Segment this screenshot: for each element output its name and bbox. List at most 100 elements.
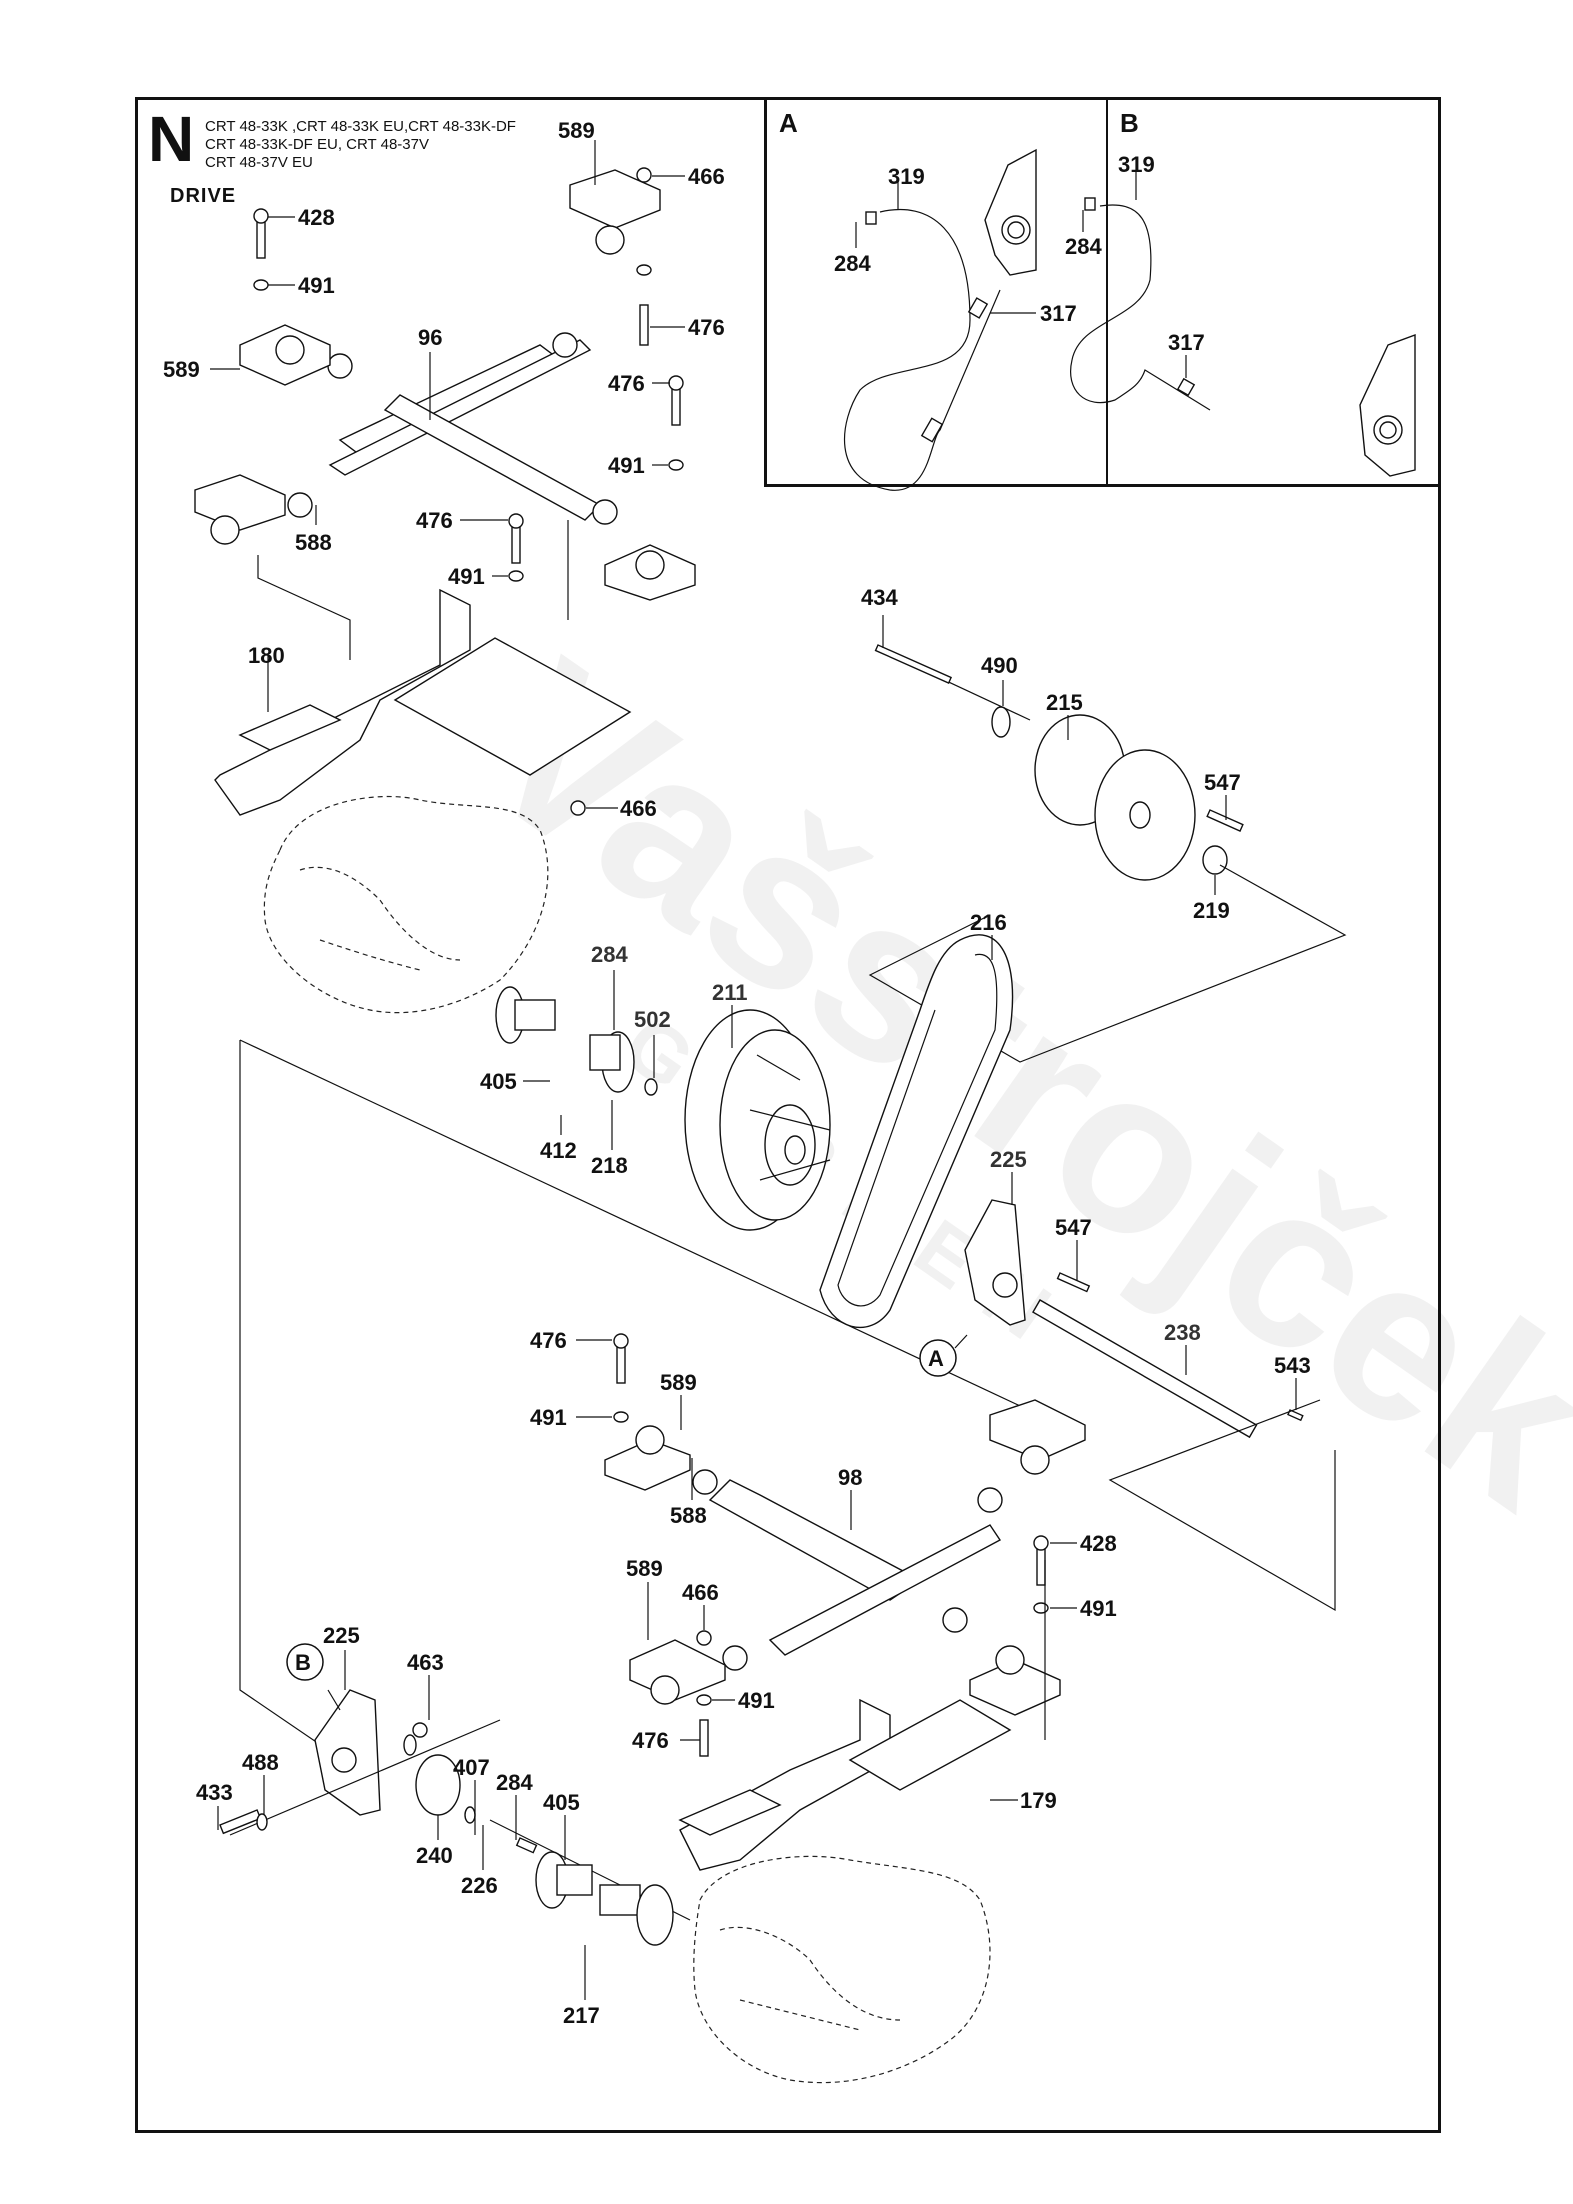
universal-joint-217: 407 284 405 217	[453, 1755, 691, 2028]
part-label-216[interactable]: 216	[970, 910, 1007, 935]
part-label-543[interactable]: 543	[1274, 1353, 1311, 1378]
bolt-icon	[699, 1719, 709, 1757]
shaft-238	[1032, 1299, 1258, 1439]
part-label-476[interactable]: 476	[632, 1728, 669, 1753]
part-label-476[interactable]: 476	[530, 1328, 567, 1353]
watermark: Vašstrojček GARDEN	[441, 612, 1573, 1557]
part-label-466[interactable]: 466	[688, 164, 725, 189]
part-label-219[interactable]: 219	[1193, 898, 1230, 923]
part-label-589[interactable]: 589	[626, 1556, 663, 1581]
part-label-405[interactable]: 405	[480, 1069, 517, 1094]
part-label-238[interactable]: 238	[1164, 1320, 1201, 1345]
inset-b-drawing: 319 284 317	[1065, 152, 1416, 477]
part-label-319[interactable]: 319	[1118, 152, 1155, 177]
part-label-96[interactable]: 96	[418, 325, 442, 350]
part-label-225[interactable]: 225	[323, 1623, 360, 1648]
key-icon	[1206, 809, 1244, 832]
part-label-547[interactable]: 547	[1055, 1215, 1092, 1240]
bushing	[592, 499, 618, 525]
part-label-466[interactable]: 466	[620, 796, 657, 821]
part-label-412[interactable]: 412	[540, 1138, 577, 1163]
nut-icon	[696, 1630, 712, 1646]
bushing	[692, 1469, 718, 1495]
model-list: CRT 48-33K ,CRT 48-33K EU,CRT 48-33K-DF …	[205, 118, 516, 172]
section-letter: N	[148, 103, 195, 175]
part-label-463[interactable]: 463	[407, 1650, 444, 1675]
part-label-588[interactable]: 588	[295, 530, 332, 555]
frame-bracket-179: 179	[678, 1560, 1057, 1871]
part-label-434[interactable]: 434	[861, 585, 898, 610]
part-label-218[interactable]: 218	[591, 1153, 628, 1178]
bushing	[552, 332, 578, 358]
part-label-547[interactable]: 547	[1204, 770, 1241, 795]
part-label-502[interactable]: 502	[634, 1007, 671, 1032]
bolt-icon	[671, 384, 681, 426]
part-label-488[interactable]: 488	[242, 1750, 279, 1775]
part-label-476[interactable]: 476	[688, 315, 725, 340]
nut-icon	[570, 800, 586, 816]
shaft-238-assembly: 225 547 238 543 A	[239, 1040, 1336, 1766]
part-label-588[interactable]: 588	[670, 1503, 707, 1528]
inset-a-drawing: 319 284 317	[834, 148, 1077, 491]
part-label-491[interactable]: 491	[738, 1688, 775, 1713]
bushing	[942, 1607, 968, 1633]
bolt-icon	[639, 304, 649, 346]
bolt-icon	[511, 522, 521, 564]
part-label-428[interactable]: 428	[298, 205, 335, 230]
gearbox-upper	[263, 795, 549, 1014]
part-label-428[interactable]: 428	[1080, 1531, 1117, 1556]
part-label-179[interactable]: 179	[1020, 1788, 1057, 1813]
part-label-491[interactable]: 491	[448, 564, 485, 589]
part-label-491[interactable]: 491	[1080, 1596, 1117, 1621]
part-label-284[interactable]: 284	[1065, 234, 1102, 259]
part-label-180[interactable]: 180	[248, 643, 285, 668]
part-label-433[interactable]: 433	[196, 1780, 233, 1805]
cable-clip-icon	[865, 211, 877, 225]
part-label-490[interactable]: 490	[981, 653, 1018, 678]
part-label-589[interactable]: 589	[660, 1370, 697, 1395]
gearbox-lower	[693, 1855, 991, 2084]
inset-letter: A	[779, 108, 798, 138]
frame-bracket-180: 180 466	[214, 520, 657, 821]
callout-b-label[interactable]: B	[295, 1650, 311, 1675]
callout-a[interactable]	[919, 1339, 957, 1377]
part-label-217[interactable]: 217	[563, 2003, 600, 2028]
nut-icon	[412, 1722, 428, 1738]
part-label-491[interactable]: 491	[530, 1405, 567, 1430]
adjuster-nut-icon	[967, 297, 989, 319]
part-label-491[interactable]: 491	[608, 453, 645, 478]
part-label-407[interactable]: 407	[453, 1755, 490, 1780]
inset-letter: B	[1120, 108, 1139, 138]
part-label-284[interactable]: 284	[591, 942, 628, 967]
part-label-589[interactable]: 589	[163, 357, 200, 382]
part-label-215[interactable]: 215	[1046, 690, 1083, 715]
circlip-icon	[644, 1078, 658, 1096]
part-label-284[interactable]: 284	[496, 1770, 533, 1795]
part-label-491[interactable]: 491	[298, 273, 335, 298]
part-label-405[interactable]: 405	[543, 1790, 580, 1815]
part-label-226[interactable]: 226	[461, 1873, 498, 1898]
model-line: CRT 48-33K-DF EU, CRT 48-37V	[205, 136, 429, 153]
part-label-225[interactable]: 225	[990, 1147, 1027, 1172]
bushing	[977, 1487, 1003, 1513]
part-label-240[interactable]: 240	[416, 1843, 453, 1868]
part-label-211[interactable]: 211	[712, 980, 748, 1005]
part-label-476[interactable]: 476	[608, 371, 645, 396]
part-label-284[interactable]: 284	[834, 251, 871, 276]
part-label-466[interactable]: 466	[682, 1580, 719, 1605]
screw-icon	[515, 1837, 538, 1854]
part-label-98[interactable]: 98	[838, 1465, 862, 1490]
pulley-211-assembly: 284 502 211 405 412 218	[239, 942, 1051, 1421]
washer-icon	[403, 1734, 417, 1756]
bearing-bracket	[1359, 333, 1416, 477]
callout-b[interactable]	[286, 1643, 324, 1681]
part-label-317[interactable]: 317	[1168, 330, 1205, 355]
cable-fitting-icon	[920, 417, 944, 443]
part-label-317[interactable]: 317	[1040, 301, 1077, 326]
part-label-589[interactable]: 589	[558, 118, 595, 143]
part-label-319[interactable]: 319	[888, 164, 925, 189]
washer-icon	[991, 706, 1011, 738]
part-label-476[interactable]: 476	[416, 508, 453, 533]
adjuster-nut-icon	[1176, 377, 1196, 397]
callout-a-label[interactable]: A	[928, 1346, 944, 1371]
